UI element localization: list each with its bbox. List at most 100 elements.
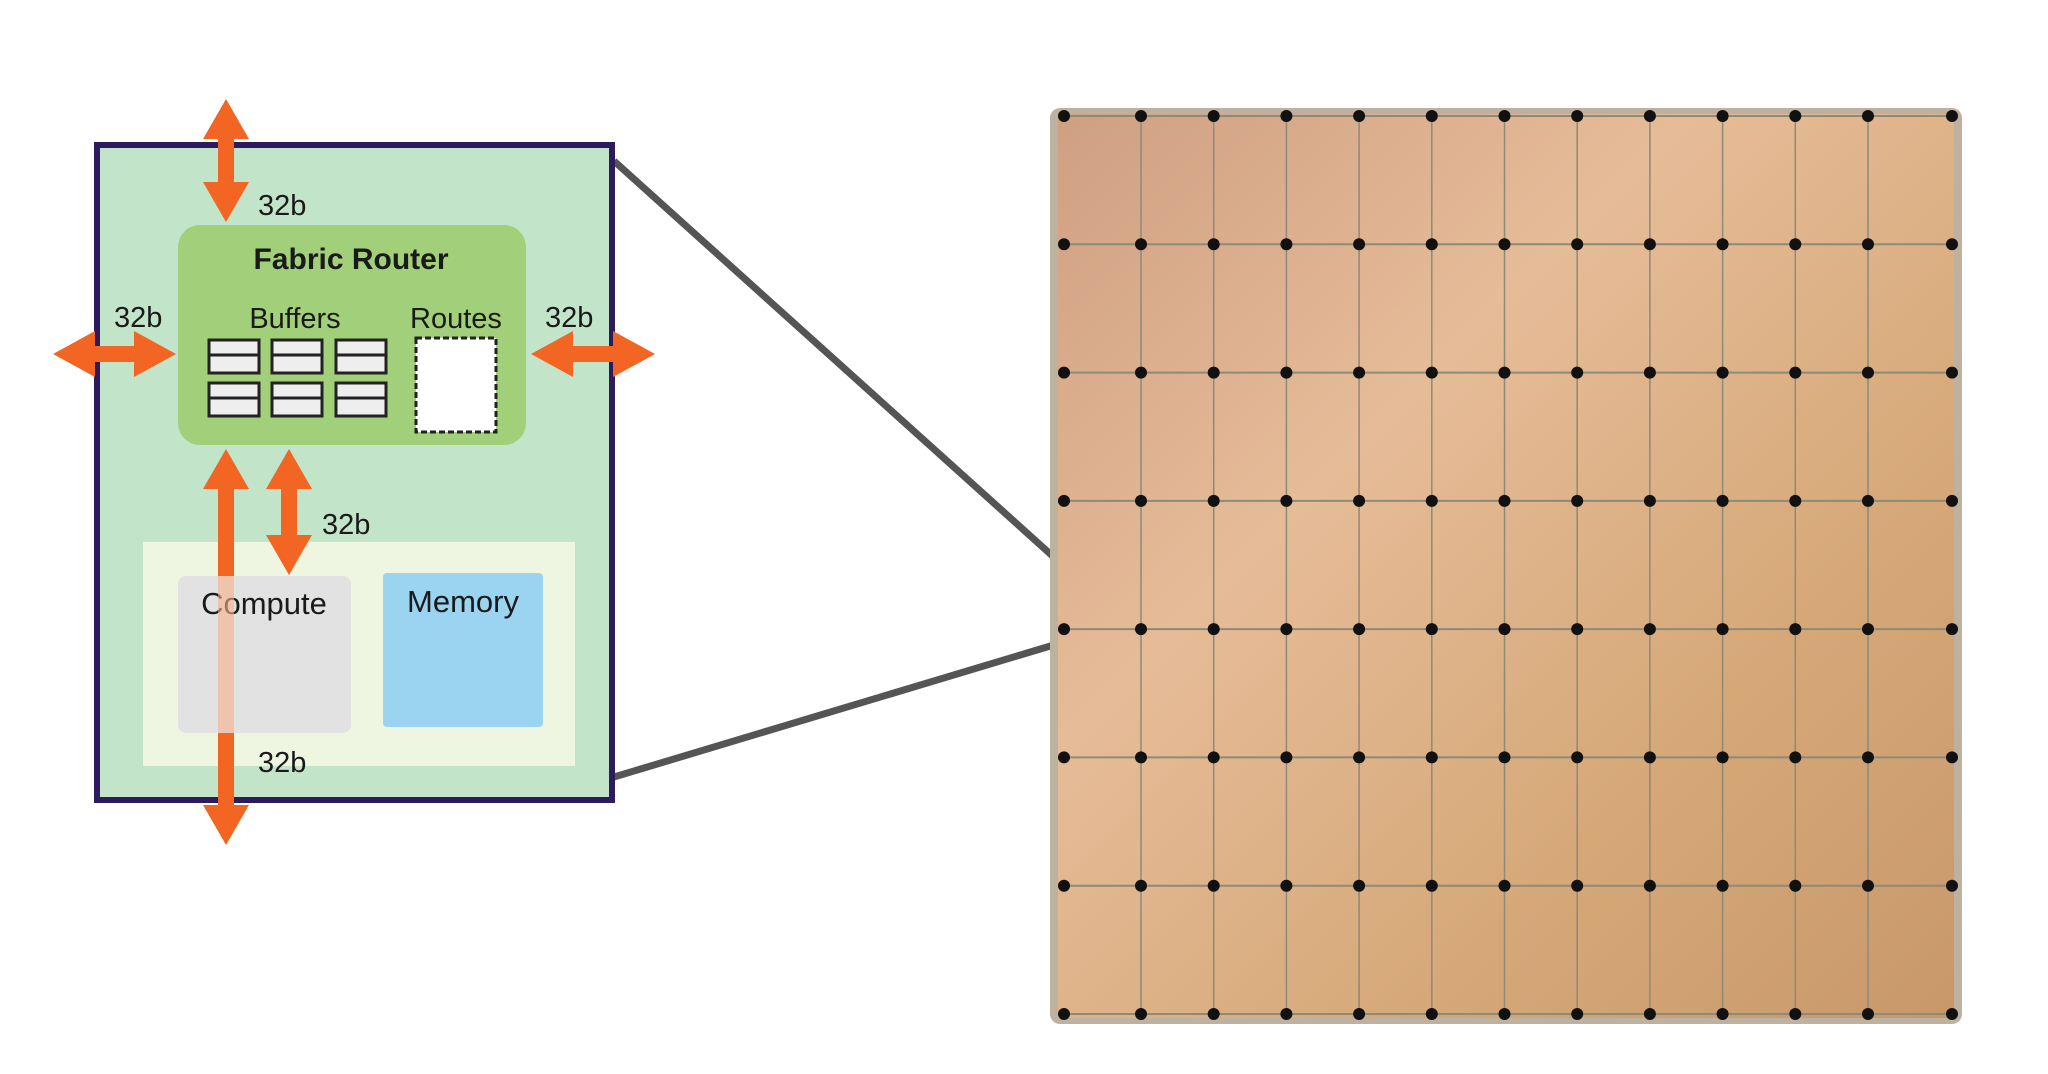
wafer-grid-node	[1789, 623, 1802, 636]
wafer-grid-node	[1716, 110, 1729, 122]
wafer-grid-node	[1353, 110, 1366, 122]
wafer-grid-node	[1135, 238, 1147, 251]
wafer-grid-node	[1280, 238, 1293, 251]
wafer-grid-node	[1571, 494, 1584, 507]
link-arrows	[53, 99, 655, 845]
wafer-grid-node	[1716, 238, 1729, 251]
wafer-grid-node	[1135, 879, 1147, 892]
wafer-grid-node	[1058, 1008, 1070, 1020]
wafer-grid-node	[1862, 1008, 1874, 1020]
arrow-top-head	[203, 99, 249, 139]
wafer-grid-node	[1716, 623, 1729, 636]
wafer-grid-node	[1643, 494, 1656, 507]
wafer-grid-node	[1498, 879, 1511, 892]
wafer-grid-node	[1280, 879, 1293, 892]
arrow-compute-head	[266, 535, 312, 575]
wafer-grid-node	[1058, 623, 1070, 636]
wafer-grid-node	[1135, 366, 1147, 379]
wafer-grid-node	[1353, 751, 1366, 764]
wafer-grid-node	[1946, 366, 1958, 379]
arrow-top-shaft	[218, 139, 234, 182]
wafer-grid-node	[1058, 366, 1070, 379]
wafer-grid-node	[1425, 494, 1438, 507]
buffer-blocks	[207, 338, 388, 418]
wafer-grid-node	[1862, 623, 1874, 636]
wafer-grid-node	[1946, 238, 1958, 251]
wafer-grid-node	[1716, 751, 1729, 764]
wafer-grid-node	[1643, 751, 1656, 764]
wafer-image	[1050, 108, 1962, 1024]
wafer-grid-node	[1789, 879, 1802, 892]
wafer-grid-node	[1207, 623, 1220, 636]
wafer-grid-node	[1946, 1008, 1958, 1020]
wafer-grid-node	[1498, 623, 1511, 636]
wafer-grid-node	[1058, 751, 1070, 764]
wafer-grid-node	[1946, 494, 1958, 507]
arrow-compute-up-shaft	[218, 489, 234, 576]
memory-block	[383, 573, 543, 727]
wafer-grid-node	[1280, 366, 1293, 379]
wafer-grid-node	[1862, 238, 1874, 251]
wafer-grid-node	[1862, 494, 1874, 507]
wafer-grid-node	[1862, 879, 1874, 892]
wafer-grid-node	[1135, 494, 1147, 507]
wafer-grid-node	[1425, 1008, 1438, 1020]
wafer-grid-node	[1207, 879, 1220, 892]
wafer-grid-node	[1058, 238, 1070, 251]
wafer-grid-node	[1862, 751, 1874, 764]
wafer-grid-node	[1280, 110, 1293, 122]
wafer-grid-node	[1135, 623, 1147, 636]
wafer-grid-node	[1571, 751, 1584, 764]
router-title: Fabric Router	[253, 243, 448, 276]
wafer-grid-node	[1946, 751, 1958, 764]
wafer-grid-node	[1643, 623, 1656, 636]
wafer-grid-node	[1058, 879, 1070, 892]
wafer-grid-node	[1058, 494, 1070, 507]
wafer-grid-node	[1571, 238, 1584, 251]
wafer-grid-node	[1353, 238, 1366, 251]
wafer-grid-node	[1425, 110, 1438, 122]
routes-label: Routes	[410, 303, 502, 335]
wafer-grid-node	[1946, 879, 1958, 892]
wafer-grid-node	[1571, 879, 1584, 892]
wafer-grid-node	[1135, 751, 1147, 764]
wafer-grid-node	[1716, 494, 1729, 507]
wafer-grid-node	[1498, 238, 1511, 251]
wafer-grid-node	[1643, 1008, 1656, 1020]
wafer-grid-node	[1789, 110, 1802, 122]
wafer-grid-node	[1207, 366, 1220, 379]
routes-table	[414, 336, 498, 434]
core-tile: Compute Memory Fabric Router Buffers Rou…	[94, 142, 615, 803]
wafer-grid-node	[1862, 366, 1874, 379]
wafer-grid-node	[1946, 623, 1958, 636]
link-label-top: 32b	[258, 190, 306, 222]
wafer-grid-node	[1643, 110, 1656, 122]
wafer-grid-node	[1716, 879, 1729, 892]
wafer-grid-node	[1280, 623, 1293, 636]
wafer-grid-node	[1425, 366, 1438, 379]
arrow-top-head	[203, 182, 249, 222]
wafer-grid-node	[1353, 879, 1366, 892]
wafer-grid-node	[1789, 494, 1802, 507]
wafer-grid-node	[1498, 110, 1511, 122]
wafer-grid-node	[1425, 879, 1438, 892]
wafer-grid-node	[1643, 366, 1656, 379]
arrow-bottom-shaft	[218, 733, 234, 805]
wafer-grid-node	[1789, 366, 1802, 379]
wafer-grid-node	[1425, 623, 1438, 636]
wafer-grid-node	[1425, 751, 1438, 764]
wafer-grid-node	[1280, 494, 1293, 507]
wafer-grid-node	[1643, 238, 1656, 251]
arrow-left-head	[134, 331, 176, 377]
link-label-right: 32b	[545, 302, 593, 334]
wafer-grid-node	[1353, 366, 1366, 379]
wafer-grid-node	[1353, 623, 1366, 636]
wafer-grid-node	[1716, 1008, 1729, 1020]
link-label-bottom: 32b	[258, 747, 306, 779]
wafer-grid-node	[1353, 494, 1366, 507]
arrow-compute-shaft	[281, 489, 297, 535]
wafer-grid-node	[1571, 1008, 1584, 1020]
wafer-grid	[1058, 110, 1958, 1020]
link-label-compute: 32b	[322, 509, 370, 541]
wafer-grid-node	[1280, 1008, 1293, 1020]
